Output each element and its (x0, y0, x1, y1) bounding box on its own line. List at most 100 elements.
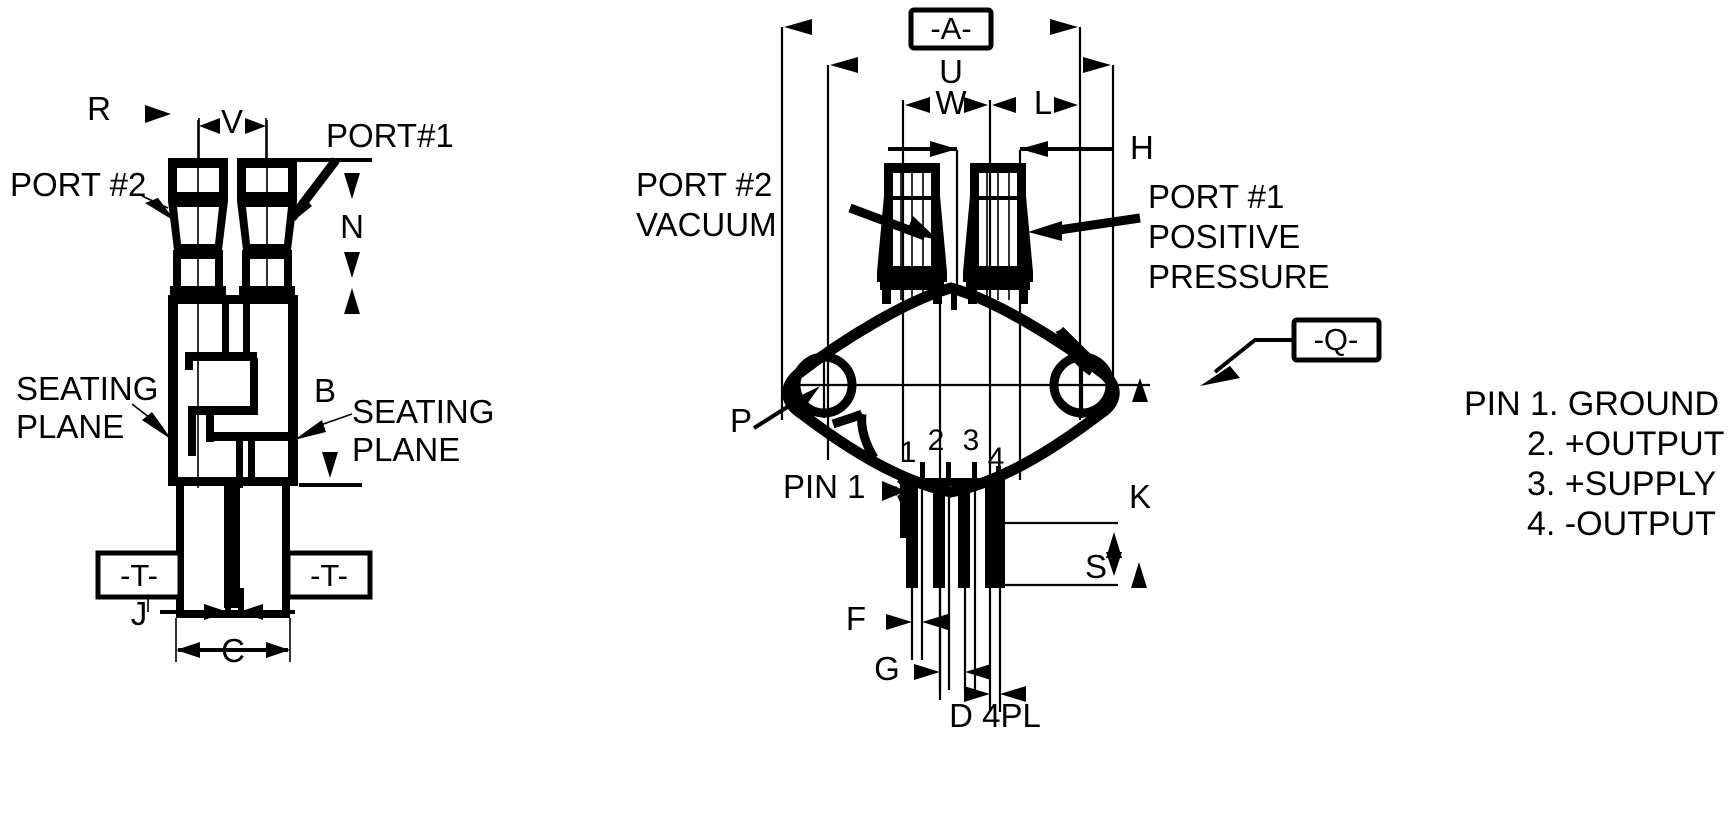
callout-port-1: PORT#1 (285, 117, 454, 228)
diamond-body-path (782, 282, 1120, 498)
callout-label-port-1: PORT#1 (326, 117, 454, 154)
dimension-w: W (905, 84, 988, 121)
arrow-right-icon (930, 141, 957, 157)
port-2-label-line-2: VACUUM (636, 206, 777, 243)
port-2-label-line-1: PORT #2 (636, 166, 772, 203)
arrow-right-icon (1050, 19, 1078, 35)
dimension-l: L (992, 84, 1078, 121)
datum-a: -A- U (784, 7, 1111, 90)
arrow-up-icon (1106, 532, 1122, 558)
dimension-label-d-4pl: D 4PL (949, 697, 1041, 734)
pin-number-labels: 1 2 3 4 (900, 424, 1005, 475)
datum-label-t-left: -T- (120, 558, 158, 593)
pin-legend-line-2: 2. +OUTPUT (1527, 425, 1724, 463)
arrow-left-icon (922, 614, 948, 630)
arrow-right-icon (964, 97, 988, 113)
pin-number-3: 3 (963, 424, 980, 457)
arrow-right-icon (245, 118, 266, 134)
port-1-label-line-3: PRESSURE (1148, 258, 1330, 295)
arrow-left-icon (239, 604, 263, 620)
dimension-label-s: S (1085, 548, 1107, 585)
datum-q: -Q- (1132, 317, 1382, 402)
dimension-n: N (296, 158, 372, 314)
arrow-pointer-icon (906, 216, 938, 240)
arrow-left-icon (784, 19, 812, 35)
dimension-label-f: F (846, 600, 866, 637)
datum-box-left (95, 550, 183, 600)
dimension-label-g: G (874, 650, 900, 687)
port-1-label-line-1: PORT #1 (1148, 178, 1284, 215)
side-view-port-nozzles (168, 120, 297, 300)
dimension-v: V (198, 103, 267, 160)
pin-legend-line-1: PIN 1. GROUND (1464, 385, 1719, 423)
arrow-right-icon (964, 686, 990, 702)
arrow-right-icon (145, 105, 171, 123)
pin-assignment-legend: PIN 1. GROUND 2. +OUTPUT 3. +SUPPLY 4. -… (1464, 385, 1724, 543)
side-view-body-outline (168, 295, 298, 618)
seating-plane-left-line-2: PLANE (16, 408, 124, 445)
arrow-up-icon (344, 173, 360, 199)
port-1-label-line-2: POSITIVE (1148, 218, 1300, 255)
pin-legend-line-3: 3. +SUPPLY (1527, 465, 1716, 503)
arrow-pointer-icon (142, 412, 172, 440)
dimension-label-v: V (221, 103, 243, 140)
dimension-r: R (87, 90, 171, 127)
callout-label-port-2: PORT #2 (10, 166, 146, 203)
arrow-pointer-icon (285, 198, 312, 228)
arrow-pointer-icon (792, 386, 820, 411)
arrow-left-icon (965, 664, 991, 680)
arrow-left-icon (830, 57, 858, 73)
dimension-label-j: J (131, 595, 148, 632)
dimension-h: H (888, 129, 1154, 166)
pin-1-callout-label: PIN 1 (783, 468, 866, 505)
plan-view: -A- U W L H (636, 7, 1382, 734)
callout-port-2: PORT #2 (10, 166, 176, 222)
callout-port-2-vacuum: PORT #2 VACUUM (636, 166, 938, 243)
arrow-right-icon (992, 97, 1016, 113)
callout-seating-plane-left: SEATING PLANE (16, 370, 172, 445)
pin-legend-line-4: 4. -OUTPUT (1527, 505, 1716, 543)
dimension-label-r: R (87, 90, 111, 127)
pin-number-1: 1 (900, 436, 917, 469)
dimension-j: J (131, 588, 295, 632)
arrow-right-icon (1083, 57, 1111, 73)
datum-label-t-right: -T- (310, 558, 348, 593)
seating-plane-right-line-2: PLANE (352, 431, 460, 468)
datum-label-q: -Q- (1314, 322, 1359, 357)
plan-view-port-nozzles (877, 163, 1033, 310)
dimension-c: C (175, 618, 291, 669)
arrow-right-icon (886, 614, 912, 630)
datum-box-right (285, 550, 373, 600)
dimension-g: G (874, 650, 991, 687)
arrow-left-icon (199, 118, 220, 134)
arrow-up-icon (344, 288, 360, 314)
datum-box-a (908, 7, 994, 51)
dimension-label-h: H (1130, 129, 1154, 166)
dimension-label-b: B (314, 372, 336, 409)
datum-triangle-icon (1132, 378, 1148, 402)
datum-t-right: -T- (285, 550, 373, 600)
dimension-f: F (846, 600, 948, 637)
arrow-left-icon (1000, 686, 1026, 702)
dimension-label-l: L (1034, 84, 1052, 121)
arrow-left-icon (176, 642, 200, 658)
seating-plane-left-line-1: SEATING (16, 370, 158, 407)
arrow-left-icon (1054, 97, 1078, 113)
arrow-left-icon (1020, 141, 1048, 157)
arrow-down-icon (344, 252, 360, 278)
dimension-label-c: C (221, 632, 245, 669)
callout-port-1-positive: PORT #1 POSITIVE PRESSURE (1028, 178, 1330, 295)
datum-label-a: -A- (930, 11, 971, 46)
seating-plane-right-line-1: SEATING (352, 393, 494, 430)
arrow-pointer-icon (145, 198, 176, 222)
arrow-right-icon (882, 481, 906, 501)
dimension-k-s: K S (1005, 478, 1151, 588)
lead-frame (900, 462, 1005, 712)
dimension-label-w: W (935, 84, 967, 121)
dimension-label-n: N (340, 208, 364, 245)
arrow-right-icon (266, 642, 290, 658)
datum-t-left: -T- (95, 550, 183, 600)
dimension-d-4pl: D 4PL (949, 686, 1041, 734)
